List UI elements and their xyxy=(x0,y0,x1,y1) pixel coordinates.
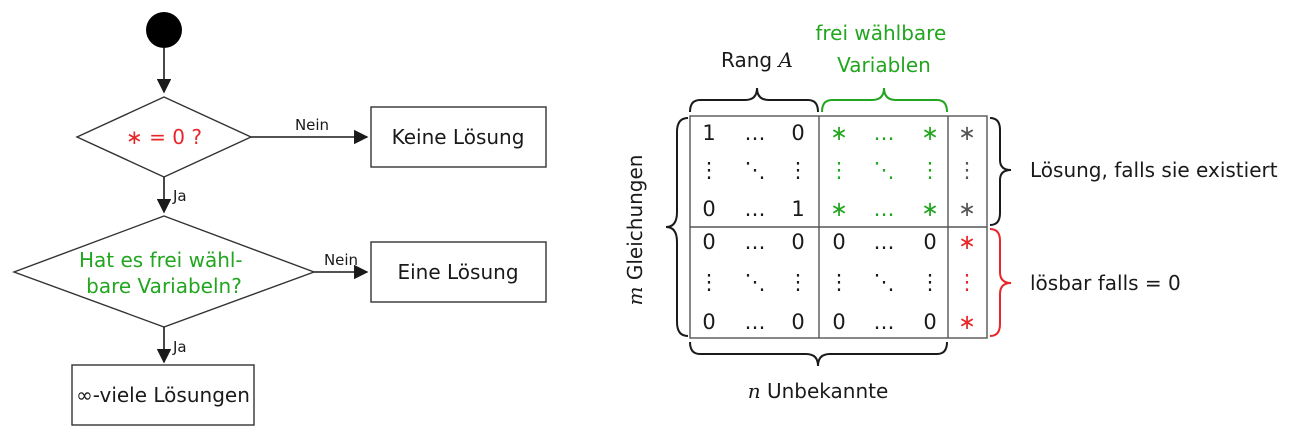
matrix-cell-r1-c7: ∗ xyxy=(958,121,976,145)
matrix-cell-r1-c2: … xyxy=(745,121,766,145)
matrix-cell-r5-c4: ⋮ xyxy=(829,270,850,294)
solution-brace xyxy=(989,117,1012,226)
matrix-cell-r4-c6: 0 xyxy=(923,230,936,254)
matrix-cell-r5-c6: ⋮ xyxy=(920,270,941,294)
equations-var: m xyxy=(623,287,647,306)
matrix-cell-r3-c2: … xyxy=(745,197,766,221)
matrix-cell-r4-c4: 0 xyxy=(832,230,845,254)
decision1-label: ∗ = 0 ? xyxy=(126,125,202,149)
matrix-left-brace xyxy=(665,117,689,337)
matrix-cell-r2-c3: ⋮ xyxy=(788,158,809,182)
result-no-solution-label: Keine Lösung xyxy=(392,125,525,149)
matrix-cell-r3-c1: 0 xyxy=(702,197,715,221)
matrix-diagram: Rang A frei wählbare Variablen m Gleichu… xyxy=(623,21,1278,403)
matrix-cell-r4-c5: … xyxy=(874,230,895,254)
matrix-cell-r2-c5: ⋱ xyxy=(874,158,895,182)
decision2-line1: Hat es frei wähl- xyxy=(79,248,243,272)
decision1-rest: = 0 ? xyxy=(143,125,202,149)
unknowns-label: n Unbekannte xyxy=(748,379,889,403)
matrix-cell-r6-c2: … xyxy=(745,310,766,334)
matrix-cell-r1-c4: ∗ xyxy=(830,121,848,145)
free-variables-line2: Variablen xyxy=(837,53,931,77)
result-infinite-solutions-box xyxy=(71,364,255,426)
solvable-brace xyxy=(989,228,1012,337)
matrix-cell-r3-c3: 1 xyxy=(791,197,804,221)
matrix-cell-r6-c5: … xyxy=(874,310,895,334)
result-one-solution-label: Eine Lösung xyxy=(397,260,518,284)
free-variables-line1: frei wählbare xyxy=(815,21,946,45)
rank-label: Rang A xyxy=(721,48,793,72)
unknowns-var: n xyxy=(748,379,761,403)
decision2-label: Hat es frei wähl- bare Variabeln? xyxy=(79,248,249,298)
matrix-cell-r2-c7: ⋮ xyxy=(957,158,978,182)
matrix-cell-r1-c5: … xyxy=(874,121,895,145)
matrix-cell-r6-c4: 0 xyxy=(832,310,845,334)
matrix-cell-r5-c3: ⋮ xyxy=(788,270,809,294)
unknowns-word: Unbekannte xyxy=(761,379,889,403)
result-infinite-solutions-label: ∞-viele Lösungen xyxy=(76,383,250,407)
result-one-solution-box xyxy=(370,241,547,303)
matrix-cell-r6-c7: ∗ xyxy=(958,310,976,334)
matrix-cell-r2-c6: ⋮ xyxy=(920,158,941,182)
solvable-label: lösbar falls = 0 xyxy=(1030,271,1181,295)
matrix-cell-r3-c5: … xyxy=(874,197,895,221)
decision1-yes-label: Ja xyxy=(172,187,187,205)
result-no-solution-box xyxy=(370,106,547,168)
decision2-line2: bare Variabeln? xyxy=(86,274,242,298)
matrix-cell-r2-c1: ⋮ xyxy=(699,158,720,182)
matrix-cell-r6-c3: 0 xyxy=(791,310,804,334)
decision2-no-label: Nein xyxy=(324,251,358,269)
matrix-cell-r6-c6: 0 xyxy=(923,310,936,334)
decision2-yes-label: Ja xyxy=(172,338,187,356)
matrix-cell-r4-c2: … xyxy=(745,230,766,254)
matrix-cell-r2-c2: ⋱ xyxy=(745,158,766,182)
rank-brace xyxy=(689,87,819,113)
free-variables-label: frei wählbare Variablen xyxy=(815,21,952,77)
rank-var: A xyxy=(777,48,793,72)
free-variables-brace xyxy=(821,87,948,113)
decision1-no-label: Nein xyxy=(295,116,329,134)
matrix-cell-r6-c1: 0 xyxy=(702,310,715,334)
matrix-cell-r1-c6: ∗ xyxy=(921,121,939,145)
equations-label: m Gleichungen xyxy=(623,155,647,306)
equations-word: Gleichungen xyxy=(623,155,647,287)
unknowns-brace xyxy=(689,341,948,367)
matrix-cells: 1 … 0 ∗ … ∗ ∗ ⋮ ⋱ ⋮ ⋮ ⋱ ⋮ ⋮ 0 … 1 ∗ … ∗ ∗ 0 … 0 0 … 0 ∗ ⋮ ⋱ ⋮ ⋮ ⋱ ⋮ ⋮ 0 … 0 0 …… xyxy=(699,121,978,334)
matrix-cell-r1-c1: 1 xyxy=(702,121,715,145)
matrix-cell-r5-c2: ⋱ xyxy=(745,270,766,294)
matrix-cell-r4-c7: ∗ xyxy=(958,230,976,254)
matrix-cell-r5-c1: ⋮ xyxy=(699,270,720,294)
matrix-cell-r4-c1: 0 xyxy=(702,230,715,254)
matrix-cell-r4-c3: 0 xyxy=(791,230,804,254)
matrix-cell-r5-c7: ⋮ xyxy=(957,270,978,294)
matrix-cell-r3-c4: ∗ xyxy=(830,197,848,221)
matrix-cell-r5-c5: ⋱ xyxy=(874,270,895,294)
solution-label: Lösung, falls sie existiert xyxy=(1030,158,1278,182)
matrix-cell-r3-c6: ∗ xyxy=(921,197,939,221)
rank-word: Rang xyxy=(721,48,778,72)
matrix-cell-r1-c3: 0 xyxy=(791,121,804,145)
matrix-cell-r3-c7: ∗ xyxy=(958,197,976,221)
decision1-star: ∗ xyxy=(126,125,143,149)
infinite-solutions-text: -viele Lösungen xyxy=(93,383,250,407)
flowchart: ∗ = 0 ? Nein Keine Lösung Ja Hat es frei… xyxy=(11,12,547,426)
start-node xyxy=(146,12,182,48)
infinity-symbol: ∞ xyxy=(76,383,93,407)
matrix-cell-r2-c4: ⋮ xyxy=(829,158,850,182)
